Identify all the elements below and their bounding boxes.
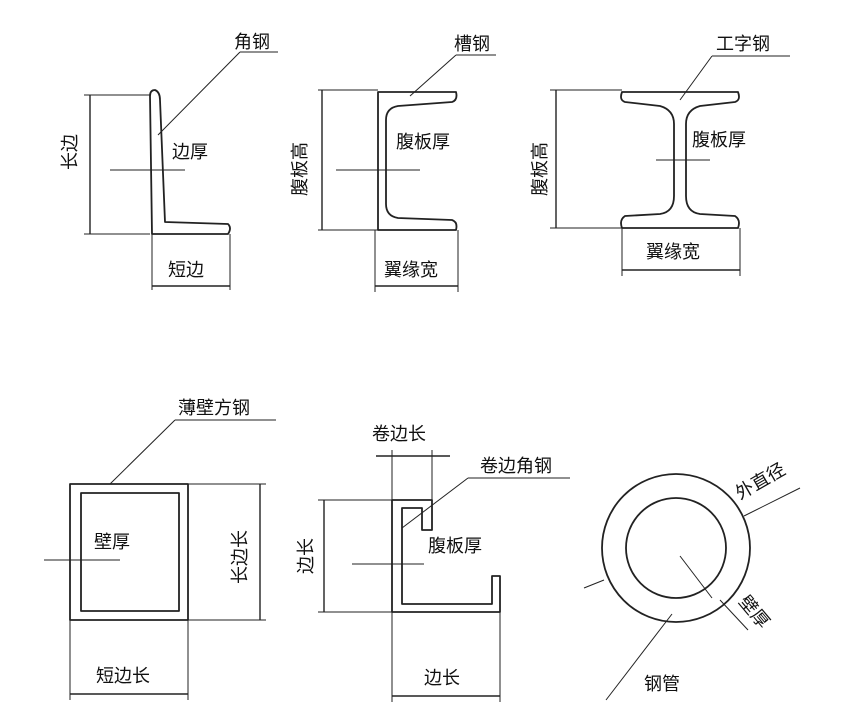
channel-steel-figure: 槽钢 腹板高 腹板厚 翼缘宽 [290, 34, 496, 292]
angle-thickness-label: 边厚 [172, 142, 208, 163]
lipped-web-thickness-label: 腹板厚 [428, 536, 482, 557]
channel-web-height-label: 腹板高 [290, 142, 311, 196]
square-tube-inner [80, 492, 180, 612]
i-beam-figure: 工字钢 腹板高 腹板厚 翼缘宽 [530, 34, 790, 276]
steel-pipe-figure: 外直径 壁厚 钢管 [583, 459, 801, 701]
angle-long-side-label: 长边 [60, 134, 81, 170]
pipe-title: 钢管 [644, 674, 680, 695]
lipped-angle-figure: 卷边长 卷边角钢 边长 腹板厚 边长 [296, 424, 570, 702]
lipped-side-length-label: 边长 [296, 538, 317, 574]
i-web-thickness-label: 腹板厚 [692, 130, 746, 151]
i-flange-width-label: 翼缘宽 [646, 242, 700, 263]
angle-steel-title: 角钢 [234, 32, 270, 53]
i-web-height-label: 腹板高 [530, 142, 551, 196]
pipe-wall-thickness-label: 壁厚 [734, 592, 773, 633]
channel-steel-title: 槽钢 [454, 34, 490, 55]
pipe-outer-circle [601, 473, 751, 623]
square-tube-outer [69, 483, 189, 621]
lip-length-label: 卷边长 [372, 424, 426, 445]
square-short-side-label: 短边长 [96, 666, 150, 687]
channel-web-thickness-label: 腹板厚 [396, 132, 450, 153]
lipped-bottom-length-label: 边长 [424, 668, 460, 689]
i-beam-title: 工字钢 [716, 34, 770, 55]
square-tube-title: 薄壁方钢 [178, 398, 250, 419]
channel-flange-width-label: 翼缘宽 [384, 260, 438, 281]
angle-steel-figure: 角钢 长边 边厚 短边 [60, 32, 278, 290]
lipped-angle-title: 卷边角钢 [480, 456, 552, 477]
angle-short-side-label: 短边 [168, 260, 204, 281]
pipe-inner-circle [625, 497, 727, 599]
square-tube-figure: 薄壁方钢 壁厚 长边长 短边长 [44, 398, 276, 700]
square-long-side-label: 长边长 [230, 530, 251, 584]
square-wall-thickness-label: 壁厚 [94, 532, 130, 553]
i-beam-shape [620, 91, 740, 229]
angle-steel-shape [149, 89, 231, 235]
channel-steel-shape [377, 91, 458, 231]
